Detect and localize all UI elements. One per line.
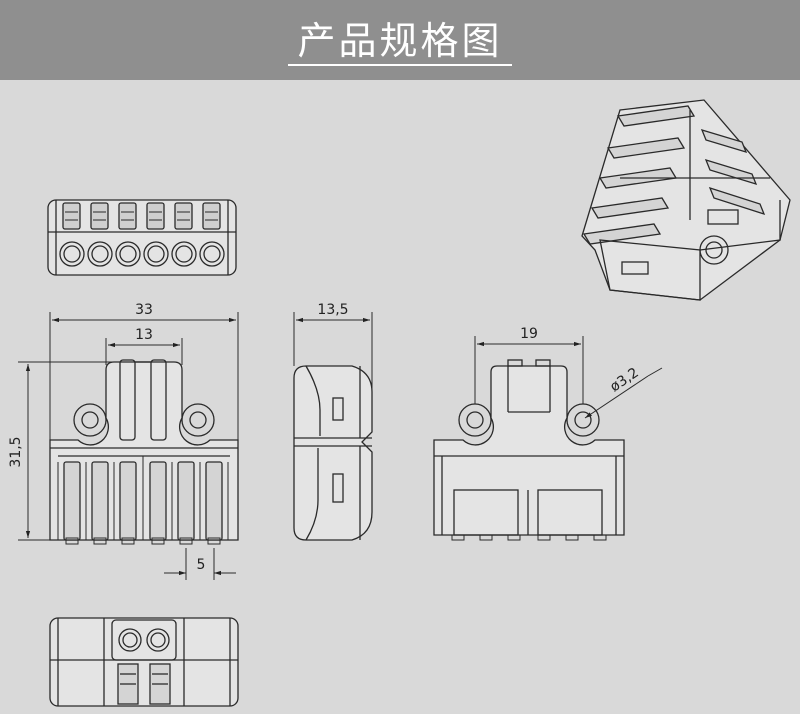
rear-hole-spacing-label: 19	[520, 326, 538, 342]
page-title: 产品规格图	[297, 19, 503, 63]
title-underline	[288, 64, 512, 66]
side-depth-label: 13,5	[317, 302, 348, 318]
technical-drawing: 33 13 31,5 5 13,5 19 ø3,2	[8, 99, 791, 707]
front-view-levers	[63, 461, 223, 541]
front-height-label: 31,5	[8, 436, 24, 467]
rear-view-tabs	[451, 534, 607, 541]
side-dimension-lines	[293, 312, 373, 390]
front-view	[49, 359, 239, 545]
isometric-view	[581, 99, 791, 301]
front-top-width-label: 13	[135, 327, 153, 343]
top-view-lever-slots	[65, 211, 218, 221]
top-view-levers	[62, 202, 221, 230]
front-width-label: 33	[135, 302, 153, 318]
rear-view	[433, 359, 625, 541]
front-view-tabs	[65, 537, 221, 545]
rear-dimension-lines	[474, 336, 663, 419]
hole-diameter-label: ø3,2	[607, 365, 642, 396]
front-dimension-lines	[18, 312, 239, 580]
isometric-levers	[582, 105, 766, 245]
pitch-label: 5	[197, 557, 206, 573]
bottom-view	[49, 617, 239, 707]
top-view-wire-holes	[59, 241, 225, 267]
side-view	[293, 365, 373, 541]
title-banner	[0, 0, 800, 80]
top-view	[47, 199, 237, 276]
